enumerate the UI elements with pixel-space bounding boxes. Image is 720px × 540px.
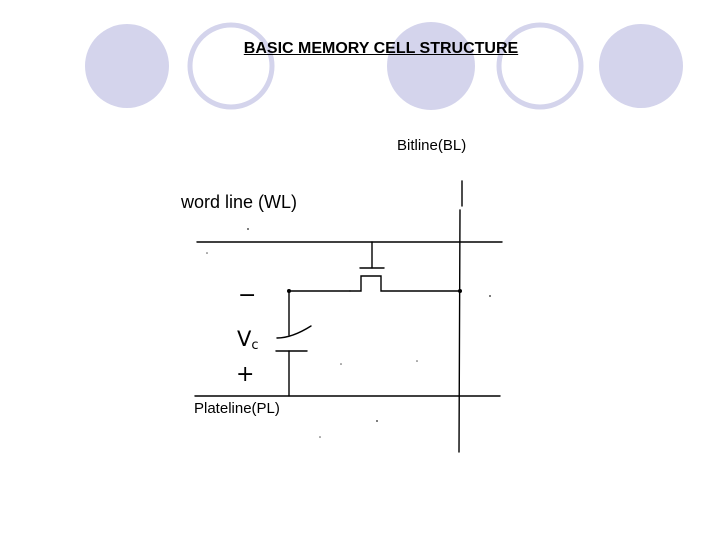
decor-circle-ring-2 <box>496 22 584 110</box>
word-line-label: word line (WL) <box>181 192 298 212</box>
speck <box>416 360 418 362</box>
speck <box>489 295 491 297</box>
bitline-label: Bitline(BL) <box>397 137 467 154</box>
plus-sign: + <box>236 362 255 387</box>
bit-line-wire <box>458 209 461 453</box>
node-dot-right <box>458 289 462 293</box>
speck <box>206 252 208 254</box>
speck <box>247 228 249 230</box>
plateline-label: Plateline(PL) <box>194 400 280 417</box>
node-dot-left <box>287 289 291 293</box>
vc-main: V <box>237 327 252 351</box>
decor-circle-filled-3 <box>599 24 683 108</box>
minus-sign: − <box>238 283 257 308</box>
page-title: BASIC MEMORY CELL STRUCTURE <box>243 40 519 57</box>
speck <box>319 436 321 438</box>
speck <box>376 420 378 422</box>
decor-circle-filled-1 <box>85 24 169 108</box>
speck <box>340 363 342 365</box>
decor-circle-ring-1 <box>187 22 275 110</box>
capacitor-voltage-label: Vc <box>237 327 259 353</box>
capacitor-plate-top <box>276 325 312 339</box>
decor-circle-filled-2 <box>387 22 475 110</box>
vc-subscript: c <box>251 338 259 353</box>
transistor-channel <box>349 275 462 292</box>
